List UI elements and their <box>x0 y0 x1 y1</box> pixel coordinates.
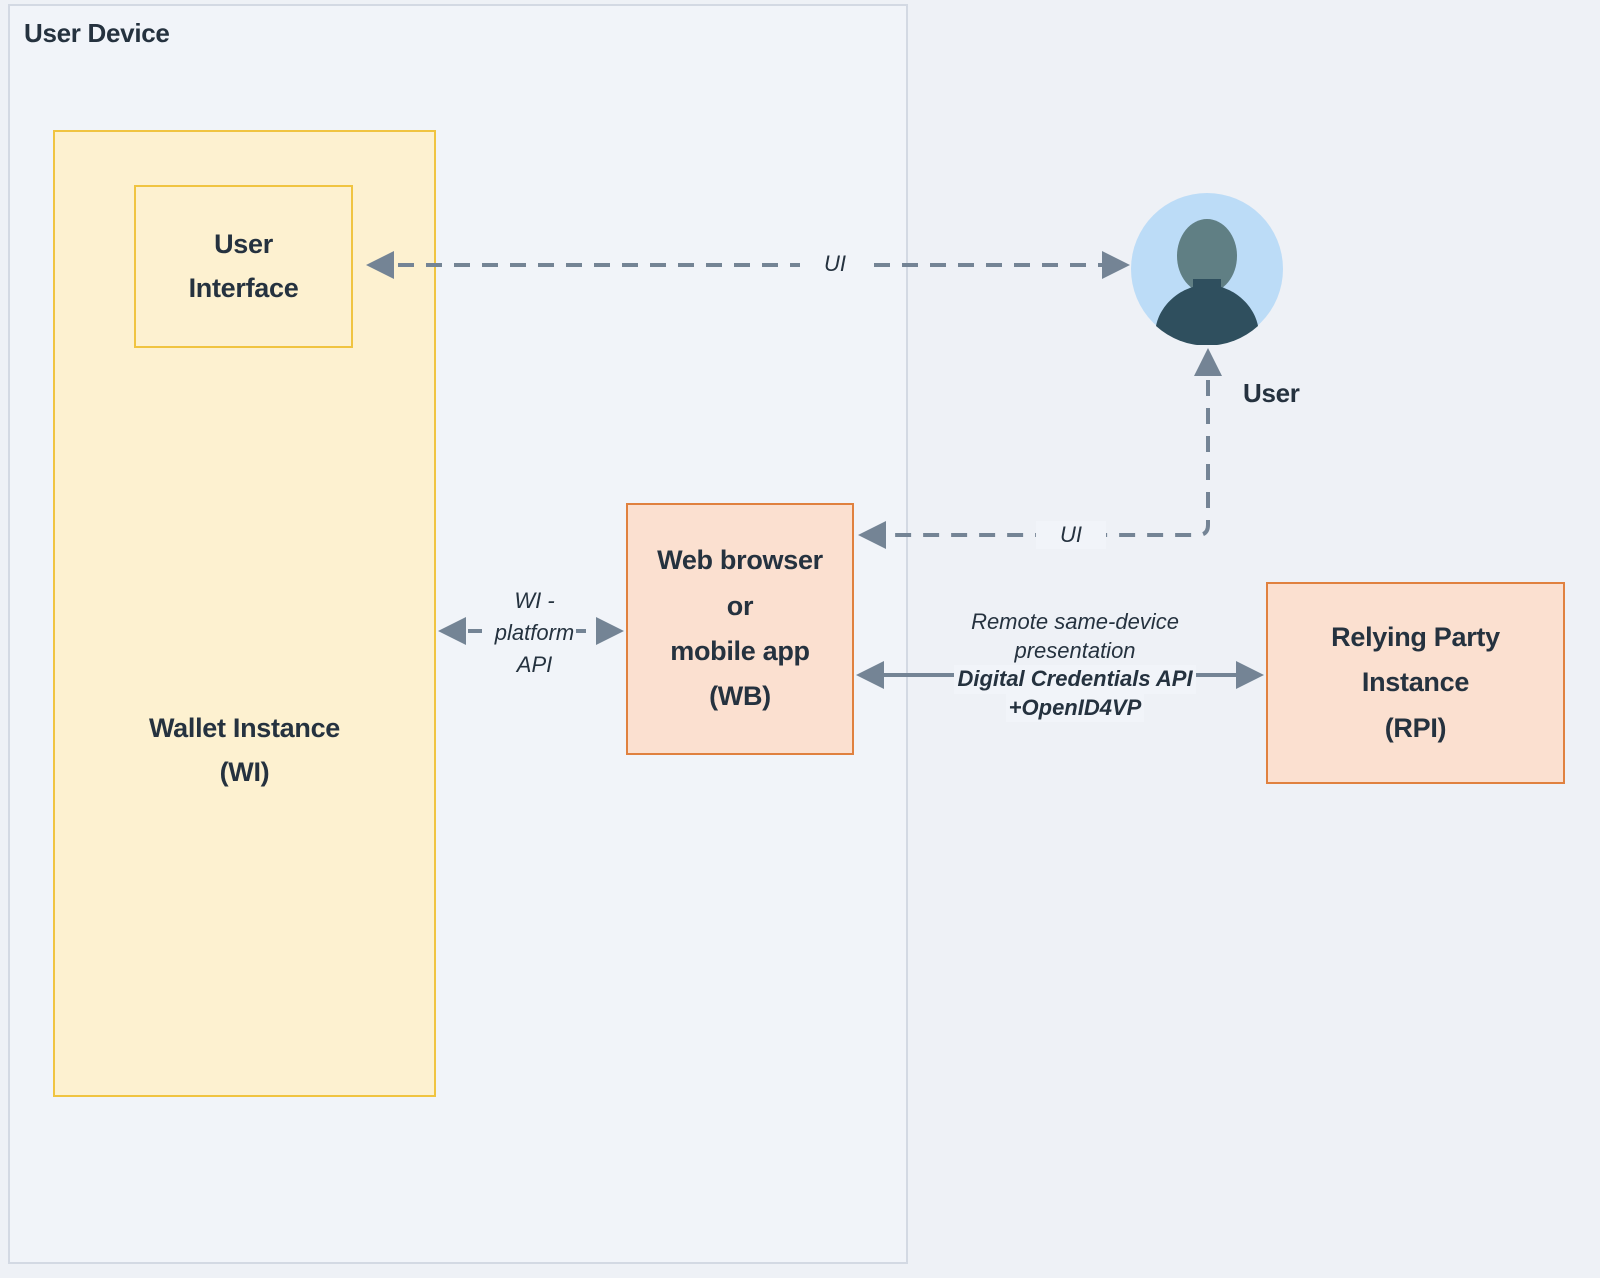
web-browser-node[interactable]: Web browser or mobile app (WB) <box>626 503 854 755</box>
user-label: User <box>1243 378 1300 408</box>
wallet-instance-label-line1: Wallet Instance <box>148 713 341 743</box>
edge-label-remote-line2: presentation <box>1014 637 1136 663</box>
user-interface-label-line1: User <box>214 228 273 259</box>
edge-ui-bottom <box>858 348 1222 549</box>
wallet-instance-label: Wallet Instance (WI) <box>55 707 434 794</box>
user-avatar-icon <box>1131 193 1283 346</box>
edge-label-remote-line1: Remote same-device <box>971 609 1179 634</box>
web-browser-label-line1: Web browser <box>657 545 823 576</box>
web-browser-label-line3: mobile app <box>670 636 810 666</box>
edge-label-wi-platform-api: WI - platform API <box>477 585 592 681</box>
edge-label-ui-bottom: UI <box>1036 521 1106 550</box>
edge-label-wi-line1: WI - <box>514 588 555 613</box>
user-interface-label: User Interface <box>189 223 299 310</box>
relying-party-label-line3: (RPI) <box>1384 712 1447 743</box>
web-browser-label-line4: (WB) <box>709 681 771 712</box>
relying-party-label-line1: Relying Party <box>1331 621 1500 652</box>
user-interface-node[interactable]: User Interface <box>134 185 353 348</box>
edge-label-ui-top: UI <box>800 250 870 279</box>
user-device-title: User Device <box>24 18 170 48</box>
wallet-instance-label-line2: (WI) <box>219 756 270 787</box>
web-browser-label-line2: or <box>726 590 754 621</box>
relying-party-label-line2: Instance <box>1361 667 1470 698</box>
edge-label-remote-presentation: Remote same-device presentation Digital … <box>930 608 1220 723</box>
relying-party-node[interactable]: Relying Party Instance (RPI) <box>1266 582 1565 784</box>
edge-label-remote-line3: Digital Credentials API <box>954 665 1196 694</box>
web-browser-label: Web browser or mobile app (WB) <box>657 538 823 719</box>
edge-label-wi-line3: API <box>516 651 553 677</box>
edge-label-wi-line2: platform <box>492 616 577 649</box>
user-interface-label-line2: Interface <box>188 272 299 303</box>
edge-label-remote-line4: +OpenID4VP <box>1005 693 1145 723</box>
relying-party-label: Relying Party Instance (RPI) <box>1331 615 1500 751</box>
